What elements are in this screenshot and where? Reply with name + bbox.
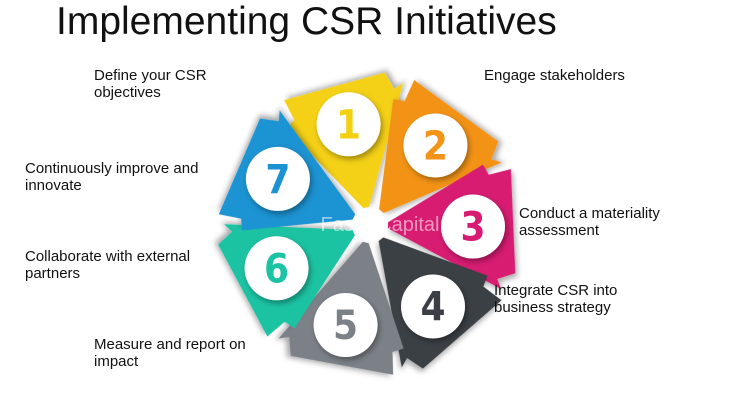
step-6-number: 6 xyxy=(264,246,289,292)
step-4-circle xyxy=(401,274,466,339)
step-6-circle xyxy=(244,236,309,301)
step-3-label: Conduct a materiality assessment xyxy=(519,205,660,239)
step-2-label: Engage stakeholders xyxy=(484,67,625,84)
step-3-circle xyxy=(440,194,505,259)
step-4-number: 4 xyxy=(420,284,445,330)
step-6-label: Collaborate with external partners xyxy=(25,248,191,282)
page-title: Implementing CSR Initiatives xyxy=(56,0,557,43)
step-5-label: Measure and report on impact xyxy=(94,336,246,370)
step-7-number: 7 xyxy=(265,157,290,203)
step-1-label: Define your CSR objectives xyxy=(94,67,207,101)
step-7-label: Continuously improve and innovate xyxy=(25,160,199,194)
step-3-number: 3 xyxy=(460,205,485,251)
step-1-number: 1 xyxy=(336,102,361,148)
step-5-circle xyxy=(313,293,378,358)
step-1-circle xyxy=(316,92,381,157)
step-2-circle xyxy=(403,113,468,178)
watermark: FasterCapital xyxy=(321,214,440,236)
step-4-label: Integrate CSR into business strategy xyxy=(494,282,618,316)
step-2-number: 2 xyxy=(423,123,448,169)
step-5-number: 5 xyxy=(333,303,358,349)
step-7-circle xyxy=(245,146,310,211)
